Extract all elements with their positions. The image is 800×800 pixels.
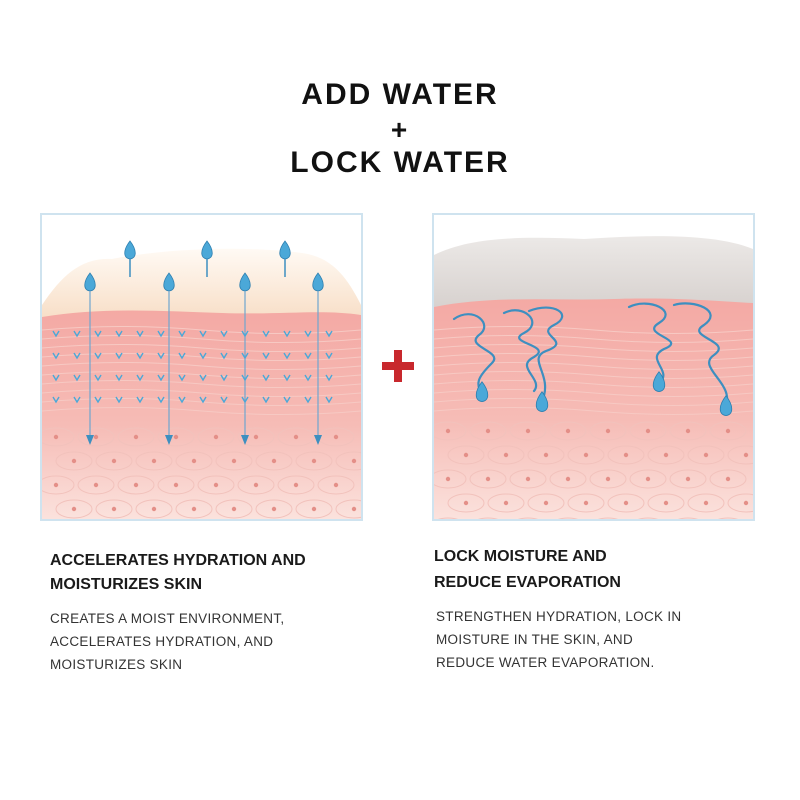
right-body-line-3: REDUCE WATER EVAPORATION. xyxy=(436,655,655,670)
hydration-illustration xyxy=(40,213,363,521)
stratum-corneum-layer xyxy=(42,248,361,325)
cell-pattern xyxy=(434,326,753,519)
water-droplets xyxy=(475,371,733,417)
left-body-line-3: MOISTURIZES SKIN xyxy=(50,657,183,672)
right-body-line-2: MOISTURE IN THE SKIN, AND xyxy=(436,632,634,647)
locked-moisture-strands xyxy=(452,302,729,407)
water-droplets xyxy=(52,240,333,445)
left-title-line-1: ACCELERATES HYDRATION AND xyxy=(50,552,306,569)
headline-add-water: ADD WATER xyxy=(301,78,499,111)
right-title-line-1: LOCK MOISTURE AND xyxy=(434,548,607,565)
headline-plus: + xyxy=(390,114,410,145)
barrier-layer xyxy=(434,236,753,315)
plus-icon xyxy=(382,350,414,382)
left-body-line-1: CREATES A MOIST ENVIRONMENT, xyxy=(50,611,285,626)
lock-moisture-skin-svg xyxy=(434,215,753,519)
right-body-line-1: STRENGTHEN HYDRATION, LOCK IN xyxy=(436,609,682,624)
left-body-line-2: ACCELERATES HYDRATION, AND xyxy=(50,634,274,649)
right-title-line-2: REDUCE EVAPORATION xyxy=(434,574,621,591)
lock-moisture-illustration xyxy=(432,213,755,521)
hydration-skin-svg xyxy=(42,215,361,519)
headline-lock-water: LOCK WATER xyxy=(290,146,510,179)
left-title-line-2: MOISTURIZES SKIN xyxy=(50,576,203,593)
